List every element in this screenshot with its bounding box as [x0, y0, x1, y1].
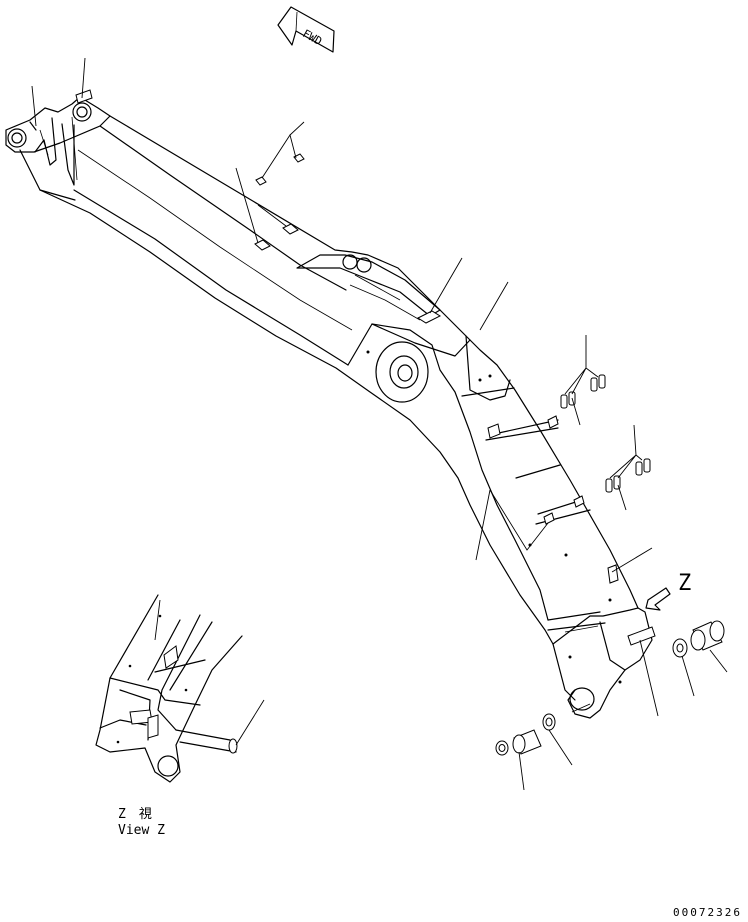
- leader-lines: [31, 57, 728, 791]
- view-z-letter: Z: [678, 571, 691, 596]
- bolt-groups: [560, 374, 651, 493]
- view-z-marker: Z: [645, 571, 691, 611]
- decals: [75, 89, 656, 646]
- inset-view-z: [95, 594, 265, 783]
- fwd-arrow-icon: FWD: [277, 6, 335, 53]
- view-caption-line1: Z 視: [118, 807, 152, 822]
- view-caption-line2: View Z: [118, 823, 165, 838]
- bushings: [495, 620, 725, 756]
- boom-body: [5, 96, 653, 719]
- drawing-number: 00072326: [673, 906, 742, 919]
